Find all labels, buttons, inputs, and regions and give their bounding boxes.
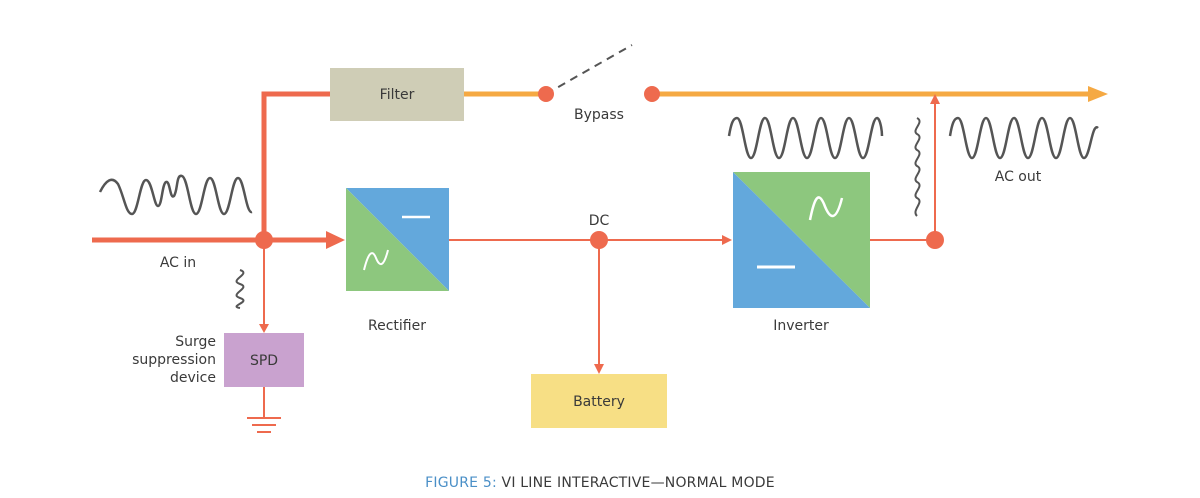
inverter-input-arrow <box>722 235 732 245</box>
spd-box <box>224 333 304 387</box>
figure-title: VI LINE INTERACTIVE—NORMAL MODE <box>501 475 775 491</box>
rectifier-label: Rectifier <box>368 318 426 334</box>
ac-out-arrow <box>1088 86 1108 102</box>
ac-to-filter-line <box>261 91 330 240</box>
ac-in-label: AC in <box>160 255 196 271</box>
ac-in-arrow <box>326 231 345 249</box>
output-squiggle-icon <box>914 117 921 217</box>
surge-wave-icon <box>235 269 245 309</box>
spd-arrow <box>259 324 269 333</box>
filter-box <box>330 68 464 121</box>
rectifier-box <box>346 188 449 291</box>
surge-label-line2: suppression <box>132 352 216 368</box>
inverter-box <box>733 172 870 308</box>
noisy-input-wave-icon <box>98 174 254 216</box>
figure-caption: FIGURE 5: VI LINE INTERACTIVE—NORMAL MOD… <box>0 475 1200 491</box>
bypass-switch <box>545 44 633 95</box>
dc-label: DC <box>589 213 610 229</box>
inverter-output-wave-icon <box>727 116 884 160</box>
battery-arrow <box>594 364 604 374</box>
bypass-node-left <box>538 86 554 102</box>
ground-icon <box>247 387 281 433</box>
bypass-label: Bypass <box>574 107 624 123</box>
inverter-label: Inverter <box>773 318 829 334</box>
filter-label: Filter <box>380 87 415 103</box>
bypass-node-right <box>644 86 660 102</box>
surge-label-line1: Surge <box>175 334 216 350</box>
battery-label: Battery <box>573 394 625 410</box>
output-up-arrow <box>930 94 940 104</box>
ac-out-wave-icon <box>948 116 1099 160</box>
spd-label: SPD <box>250 353 278 369</box>
surge-label-line3: device <box>170 370 216 386</box>
figure-number: FIGURE 5: <box>425 475 497 491</box>
ac-out-label: AC out <box>995 169 1042 185</box>
battery-box <box>531 374 667 428</box>
